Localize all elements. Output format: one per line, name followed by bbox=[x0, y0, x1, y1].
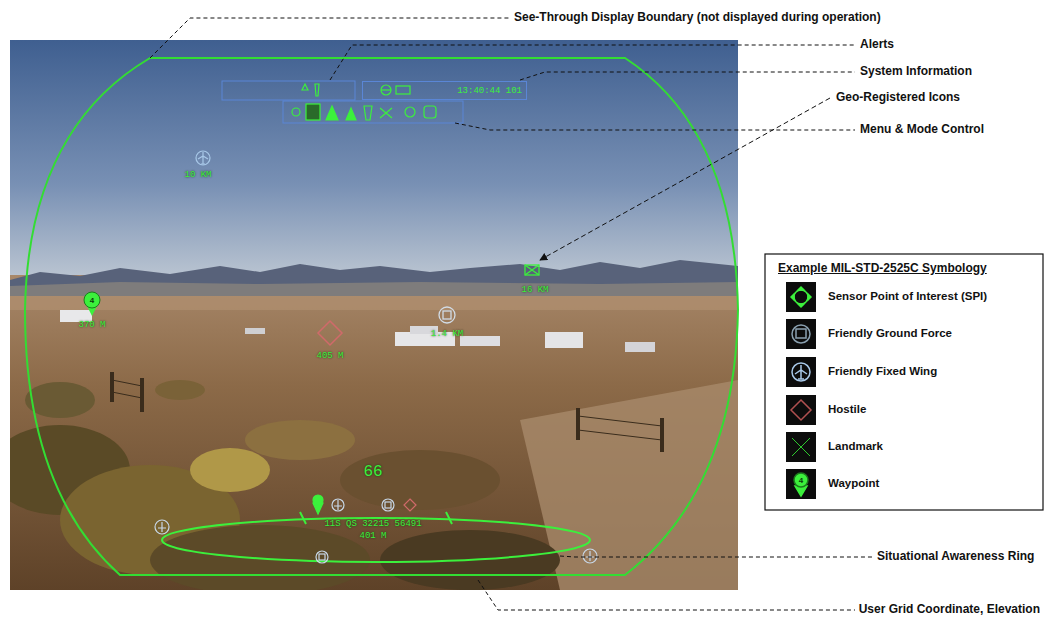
callout-label: User Grid Coordinate, Elevation bbox=[857, 602, 1042, 617]
fixed-wing-icon bbox=[196, 151, 210, 165]
callout-label: Geo-Registered Icons bbox=[834, 90, 962, 105]
system-info-text: 13:40:44 101 bbox=[457, 86, 522, 96]
waypoint-number: 4 bbox=[90, 296, 94, 305]
callout-label: Alerts bbox=[858, 37, 896, 52]
legend-title: Example MIL-STD-2525C Symbology bbox=[778, 261, 987, 276]
range-readout: 10 KM bbox=[184, 170, 211, 181]
range-readout: 405 M bbox=[316, 351, 343, 362]
waypoint-number: 4 bbox=[799, 476, 803, 485]
callout-label: Situational Awareness Ring bbox=[875, 549, 1036, 564]
legend-entry: Waypoint bbox=[828, 476, 879, 491]
heading-readout: 66 bbox=[363, 463, 382, 481]
legend-entry: Landmark bbox=[828, 439, 883, 454]
friendly-ground-icon bbox=[439, 307, 455, 323]
hud-panels bbox=[222, 81, 463, 123]
legend-entry: Friendly Ground Force bbox=[828, 326, 952, 341]
range-readout: 1.4 KM bbox=[431, 329, 463, 340]
callout-label: System Information bbox=[858, 64, 974, 79]
display-boundary bbox=[25, 58, 738, 575]
legend-entry: Hostile bbox=[828, 402, 866, 417]
callout-label: See-Through Display Boundary (not displa… bbox=[512, 10, 883, 25]
grid-coordinate: 11S QS 32215 56491 bbox=[324, 519, 421, 530]
callout-label: Menu & Mode Control bbox=[858, 122, 986, 137]
leader-lines bbox=[150, 18, 872, 610]
situational-awareness-ring bbox=[155, 495, 597, 563]
elevation-readout: 401 M bbox=[359, 531, 386, 542]
system-info-box: 13:40:44 101 bbox=[362, 81, 527, 100]
legend-entry: Friendly Fixed Wing bbox=[828, 364, 937, 379]
legend-entry: Sensor Point of Interest (SPI) bbox=[828, 289, 987, 304]
geo-icons bbox=[84, 151, 539, 345]
desert-photo bbox=[10, 40, 738, 590]
hostile-icon bbox=[318, 321, 342, 345]
range-readout: 370 M bbox=[78, 320, 105, 331]
landmark-icon bbox=[525, 265, 539, 275]
legend-box bbox=[765, 254, 1043, 510]
waypoint-icon bbox=[84, 292, 100, 316]
range-readout: 16 KM bbox=[521, 285, 548, 296]
